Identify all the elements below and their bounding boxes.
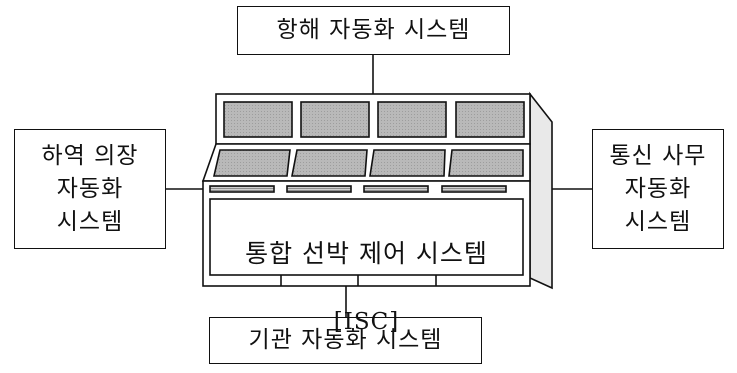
engine-automation-label: 기관 자동화 시스템: [248, 327, 443, 353]
console-label-panel: [209, 198, 524, 276]
upper-screen-4: [455, 101, 525, 138]
console-side-panel: [529, 91, 553, 290]
communication-office-automation-label: 통신 사무 자동화 시스템: [609, 142, 707, 235]
lower-screen-2: [291, 149, 368, 177]
connector-lines: [166, 55, 592, 317]
upper-screen-3: [377, 101, 447, 138]
grille-1: [209, 185, 275, 193]
lower-screen-3: [369, 149, 446, 177]
cargo-handling-automation-box: 하역 의장 자동화 시스템: [14, 129, 166, 249]
upper-screen-2: [300, 101, 370, 138]
engine-automation-box: 기관 자동화 시스템: [209, 317, 482, 364]
lower-screen-4: [448, 149, 524, 177]
navigation-automation-box: 항해 자동화 시스템: [237, 6, 510, 55]
grille-4: [441, 185, 507, 193]
upper-screen-1: [223, 101, 293, 138]
grille-2: [286, 185, 352, 193]
cargo-handling-automation-label: 하역 의장 자동화 시스템: [41, 142, 139, 235]
lower-screen-1: [212, 149, 291, 177]
navigation-automation-label: 항해 자동화 시스템: [276, 17, 471, 43]
grille-3: [363, 185, 429, 193]
communication-office-automation-box: 통신 사무 자동화 시스템: [592, 129, 724, 249]
console-illustration: [201, 91, 553, 290]
